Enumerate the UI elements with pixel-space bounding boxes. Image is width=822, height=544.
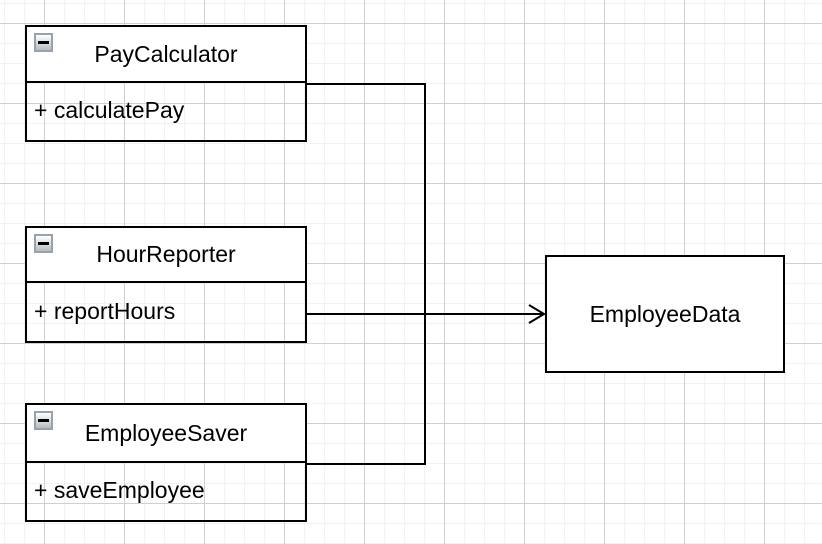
- class-title-row[interactable]: PayCalculator: [27, 27, 305, 83]
- minus-glyph: [38, 41, 49, 44]
- class-box-employee-saver[interactable]: EmployeeSaver + saveEmployee: [25, 403, 307, 522]
- collapse-minus-icon[interactable]: [34, 33, 53, 52]
- class-member-row[interactable]: + reportHours: [27, 283, 305, 339]
- collapse-minus-icon[interactable]: [34, 411, 53, 430]
- member-label: + reportHours: [34, 297, 176, 324]
- open-arrowhead-icon: [528, 304, 546, 324]
- member-label: + saveEmployee: [34, 477, 205, 503]
- collapse-minus-icon[interactable]: [34, 234, 53, 253]
- class-box-pay-calculator[interactable]: PayCalculator + calculatePay: [25, 25, 307, 142]
- minus-glyph: [38, 242, 49, 245]
- class-member-row[interactable]: + saveEmployee: [27, 463, 305, 518]
- entity-box-employee-data[interactable]: EmployeeData: [545, 255, 785, 373]
- minus-glyph: [38, 419, 49, 422]
- entity-name-label: EmployeeData: [589, 300, 741, 327]
- class-name-label: EmployeeSaver: [84, 419, 248, 446]
- class-box-hour-reporter[interactable]: HourReporter + reportHours: [25, 226, 307, 343]
- class-title-row[interactable]: EmployeeSaver: [27, 405, 305, 463]
- class-name-label: HourReporter: [96, 241, 236, 267]
- member-label: + calculatePay: [34, 97, 185, 123]
- class-name-label: PayCalculator: [94, 40, 238, 67]
- class-member-row[interactable]: + calculatePay: [27, 83, 305, 138]
- class-title-row[interactable]: HourReporter: [27, 228, 305, 283]
